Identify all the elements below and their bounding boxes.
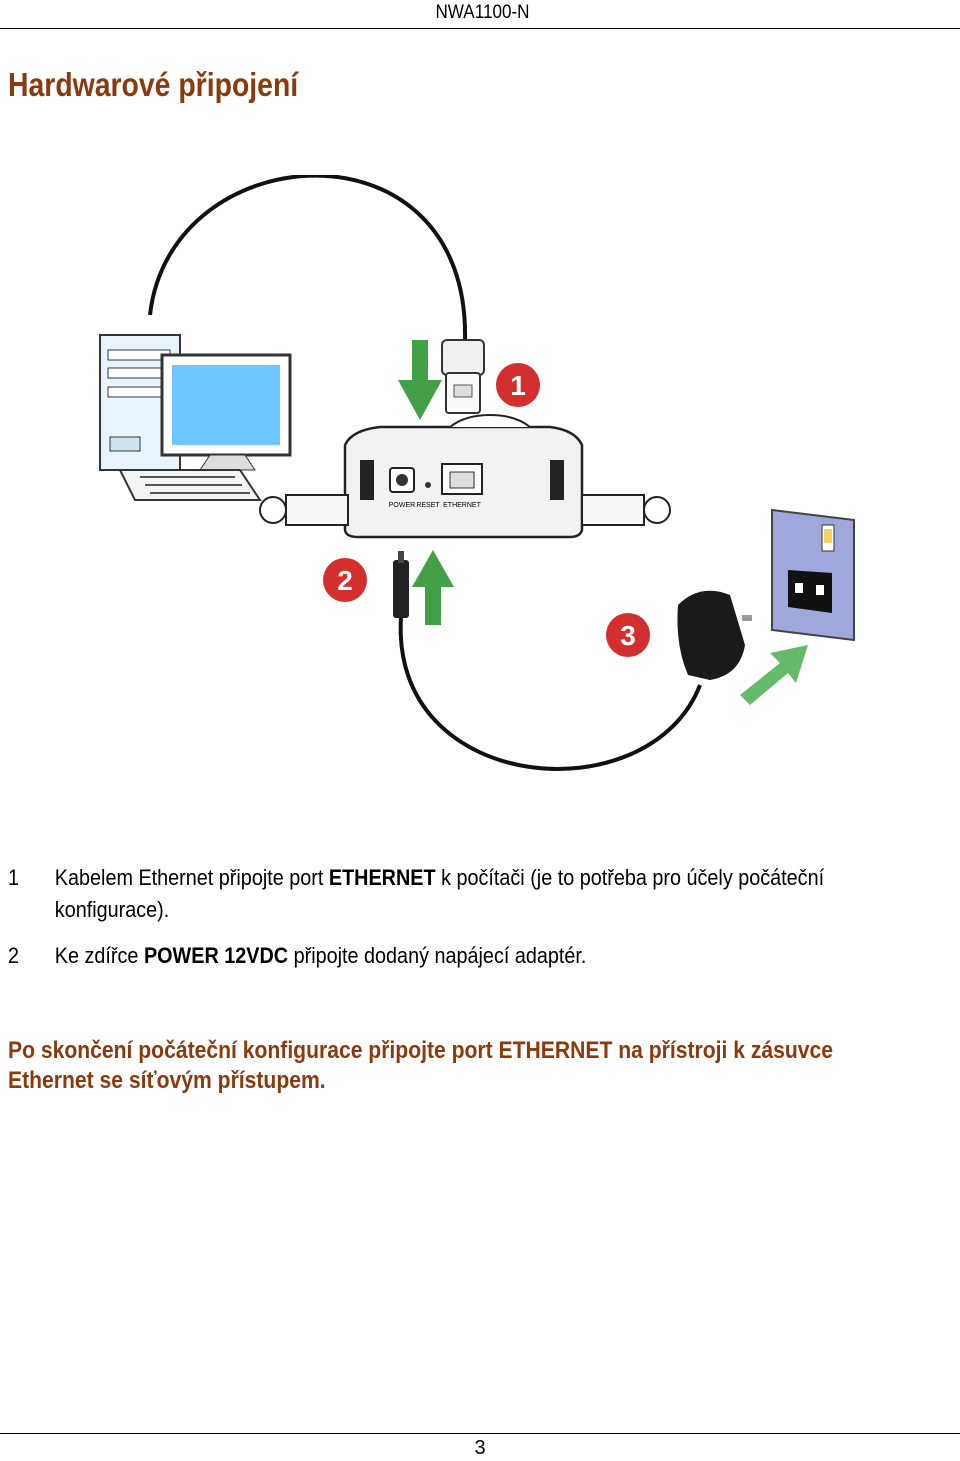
svg-text:2: 2 (337, 565, 353, 596)
svg-text:1: 1 (510, 370, 526, 401)
ethernet-cable (148, 175, 468, 341)
computer-icon (99, 334, 292, 501)
label-ethernet: ETHERNET (443, 502, 481, 509)
callout-2: 2 (323, 558, 367, 602)
step-1: 1 Kabelem Ethernet připojte port ETHERNE… (8, 862, 919, 926)
step-text: Ke zdířce POWER 12VDC připojte dodaný na… (54, 943, 587, 968)
power-adapter-icon (677, 590, 752, 680)
callout-3: 3 (606, 613, 650, 657)
page-number: 3 (474, 1437, 486, 1459)
svg-text:3: 3 (620, 620, 636, 651)
callout-1: 1 (496, 363, 540, 407)
arrow-down-icon (398, 340, 442, 420)
port-name: POWER 12VDC (143, 943, 289, 968)
arrow-diagonal-icon (740, 645, 808, 705)
access-point-device: POWER RESET ETHERNET (259, 413, 671, 539)
label-reset: RESET (416, 502, 440, 509)
step-text: Kabelem Ethernet připojte port ETHERNET … (54, 865, 825, 922)
label-power: POWER (389, 502, 415, 509)
footer-rule (0, 1433, 960, 1434)
note-paragraph: Po skončení počáteční konfigurace připoj… (8, 1037, 834, 1094)
ethernet-plug (441, 339, 485, 414)
page-title: Hardwarové připojení (8, 66, 299, 103)
step-number: 1 (8, 865, 20, 890)
port-name: ETHERNET (328, 865, 436, 890)
step-number: 2 (8, 943, 20, 968)
power-cable (398, 617, 702, 771)
header-rule (0, 28, 960, 29)
hardware-connection-diagram: 1 POWER RESET ETHERNET 2 3 (99, 175, 855, 771)
arrow-up-icon (412, 550, 454, 625)
power-plug (393, 551, 409, 618)
wall-socket-icon (771, 508, 855, 642)
step-2: 2 Ke zdířce POWER 12VDC připojte dodaný … (8, 940, 919, 972)
header-model: NWA1100-N (435, 2, 530, 23)
